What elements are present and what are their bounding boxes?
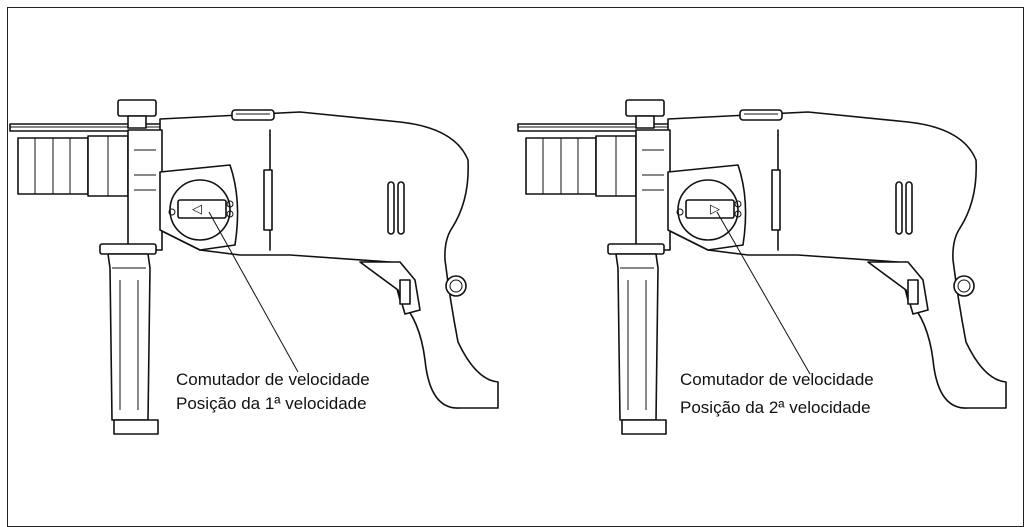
switch-arrow-right: ▷ bbox=[710, 201, 720, 216]
leader-line-left bbox=[208, 211, 299, 373]
drill-illustrations bbox=[9, 99, 1007, 435]
switch-arrow-left: ◁ bbox=[192, 201, 202, 216]
label-speed-right: Posição da 2ª velocidade bbox=[680, 398, 871, 417]
label-switch-right: Comutador de velocidade bbox=[680, 370, 874, 389]
label-switch-left: Comutador de velocidade bbox=[176, 370, 370, 389]
label-speed-left: Posição da 1ª velocidade bbox=[176, 394, 367, 413]
diagram-stage: ◁ ▷ Comutador de velocidade Posição da 1… bbox=[7, 7, 1024, 527]
leader-line-right bbox=[716, 211, 811, 375]
